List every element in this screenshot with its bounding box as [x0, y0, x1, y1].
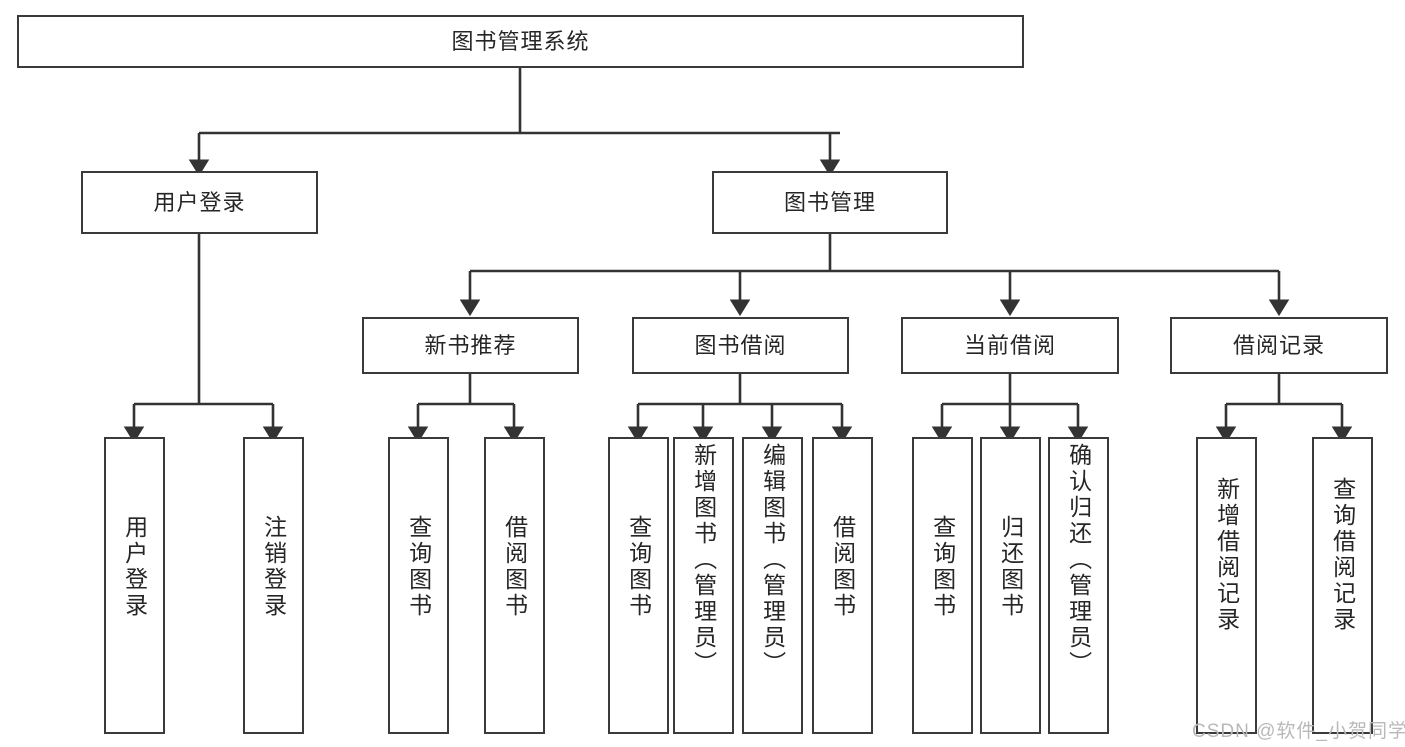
- leaf-borrow-borrow-book[interactable]: 借阅图书: [812, 437, 873, 734]
- node-new-book-recommend[interactable]: 新书推荐: [362, 317, 579, 374]
- node-label: 借阅图书: [501, 515, 528, 619]
- node-label: 编辑图书（管理员）: [759, 443, 786, 677]
- node-book-management[interactable]: 图书管理: [712, 171, 948, 234]
- node-label: 归还图书: [997, 515, 1024, 619]
- node-label: 注销登录: [260, 515, 287, 619]
- node-label: 用户登录: [121, 515, 148, 619]
- node-label: 借阅记录: [1232, 332, 1325, 358]
- node-label: 新书推荐: [424, 332, 517, 358]
- node-label: 图书管理系统: [451, 28, 590, 54]
- node-label: 新增借阅记录: [1213, 477, 1240, 633]
- node-current-borrow[interactable]: 当前借阅: [901, 317, 1119, 374]
- node-label: 查询图书: [405, 515, 432, 619]
- leaf-record-add-record[interactable]: 新增借阅记录: [1196, 437, 1257, 734]
- leaf-borrow-add-book-admin[interactable]: 新增图书（管理员）: [673, 437, 734, 734]
- leaf-current-return-book[interactable]: 归还图书: [980, 437, 1041, 734]
- node-root-system[interactable]: 图书管理系统: [17, 15, 1024, 68]
- leaf-new-book-borrow[interactable]: 借阅图书: [484, 437, 545, 734]
- node-label: 图书管理: [783, 189, 876, 215]
- leaf-user-login-logout[interactable]: 注销登录: [243, 437, 304, 734]
- node-label: 图书借阅: [694, 332, 787, 358]
- node-borrow-record[interactable]: 借阅记录: [1170, 317, 1388, 374]
- node-user-login[interactable]: 用户登录: [81, 171, 318, 234]
- leaf-borrow-edit-book-admin[interactable]: 编辑图书（管理员）: [742, 437, 803, 734]
- leaf-record-query-record[interactable]: 查询借阅记录: [1312, 437, 1373, 734]
- node-label: 确认归还（管理员）: [1065, 443, 1092, 677]
- leaf-borrow-query-book[interactable]: 查询图书: [608, 437, 669, 734]
- leaf-new-book-query[interactable]: 查询图书: [388, 437, 449, 734]
- node-book-borrow[interactable]: 图书借阅: [632, 317, 849, 374]
- node-label: 用户登录: [153, 189, 246, 215]
- leaf-current-query-book[interactable]: 查询图书: [912, 437, 973, 734]
- csdn-watermark: CSDN @软件_小贺同学: [1192, 721, 1405, 742]
- node-label: 查询图书: [929, 515, 956, 619]
- node-label: 查询借阅记录: [1329, 477, 1356, 633]
- node-label: 新增图书（管理员）: [690, 443, 717, 677]
- node-label: 当前借阅: [963, 332, 1056, 358]
- leaf-current-confirm-return-admin[interactable]: 确认归还（管理员）: [1048, 437, 1109, 734]
- node-label: 查询图书: [625, 515, 652, 619]
- leaf-user-login-login[interactable]: 用户登录: [104, 437, 165, 734]
- node-label: 借阅图书: [829, 515, 856, 619]
